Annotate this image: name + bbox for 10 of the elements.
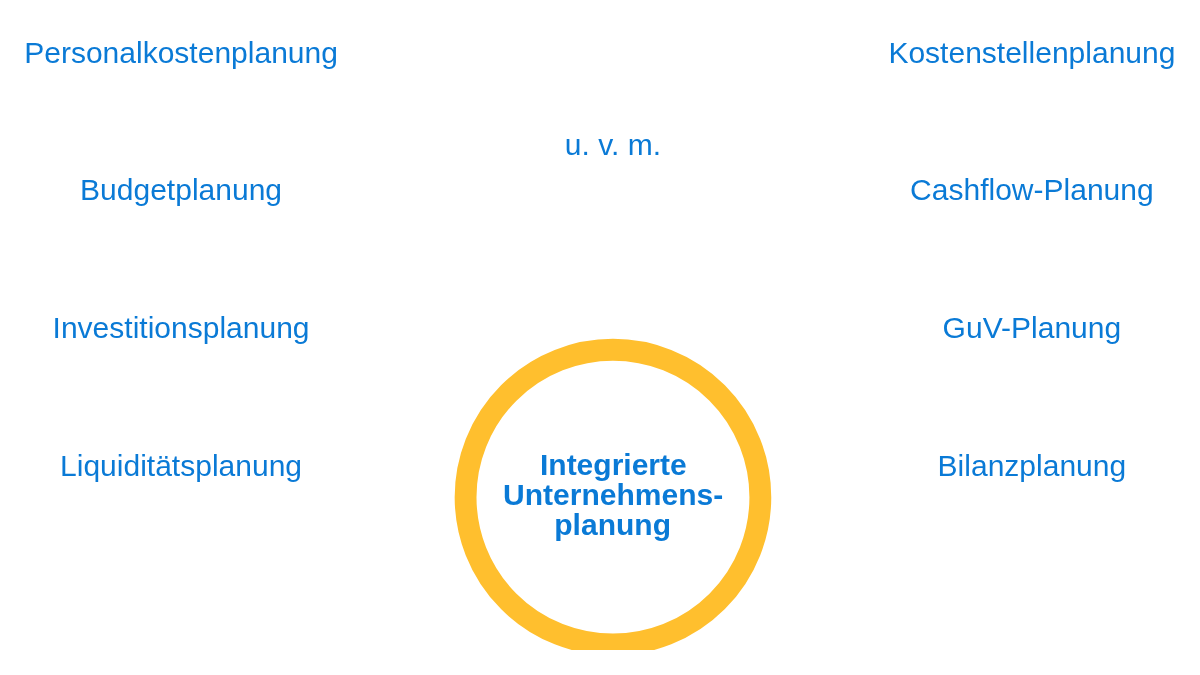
label: Kostenstellenplanung <box>888 35 1176 69</box>
label: Personalkostenplanung <box>24 35 338 69</box>
label: Liquiditätsplanung <box>60 449 303 483</box>
label: Budgetplanung <box>80 173 283 207</box>
label: GuV-Planung <box>942 311 1122 345</box>
label: u. v. m. <box>564 128 662 162</box>
label: Investitionsplanung <box>52 311 310 345</box>
node-circle: Integrierte Unternehmens- planung <box>454 338 772 650</box>
label: Cashflow-Planung <box>910 173 1154 207</box>
label: Bilanzplanung <box>937 449 1127 483</box>
